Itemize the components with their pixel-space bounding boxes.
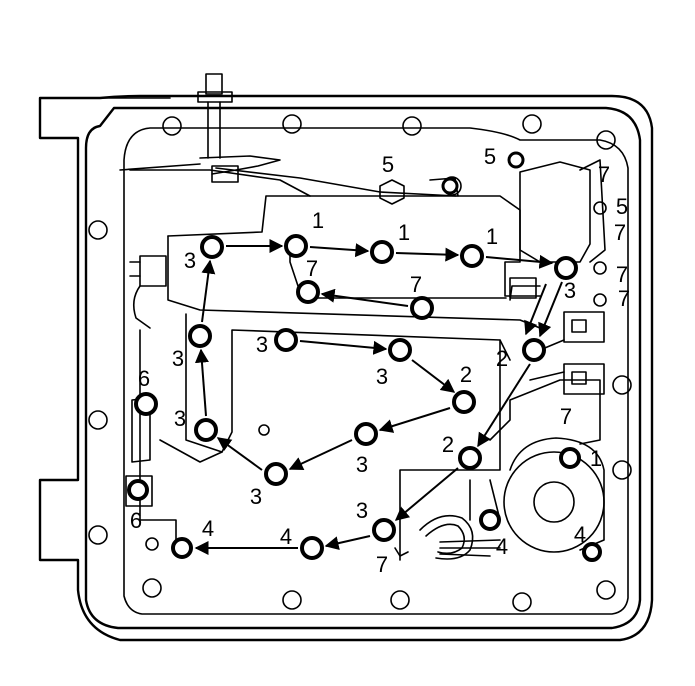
label-4-b: 4 (280, 524, 292, 549)
bolt-1-right (559, 447, 581, 469)
label-1-b: 1 (398, 220, 410, 245)
label-3-b: 3 (564, 278, 576, 303)
label-5-right-b: 5 (616, 194, 628, 219)
label-7-b: 7 (410, 272, 422, 297)
bolt-1-a (284, 234, 308, 258)
label-3-h: 3 (250, 484, 262, 509)
sequence-arrows (194, 239, 563, 555)
bolt-3-center-c (354, 422, 378, 446)
label-1-right: 1 (590, 446, 602, 471)
label-1-a: 1 (312, 208, 324, 233)
label-7-a: 7 (306, 256, 318, 281)
case-outline (38, 94, 654, 642)
manual-shaft (119, 73, 281, 183)
bolt-4-right (582, 542, 602, 562)
label-7-right-b: 7 (614, 220, 626, 245)
bolt-6-left (134, 392, 158, 416)
accumulator-piston (503, 437, 605, 553)
bolt-3-right (554, 256, 578, 280)
label-5-right-a: 5 (484, 144, 496, 169)
bolt-1-b (370, 240, 394, 264)
bolt-5-right (507, 151, 525, 169)
bolt-5-top (441, 177, 459, 195)
bolt-4-left (171, 537, 193, 559)
bolt-3-center-b (388, 338, 412, 362)
bolt-1-c (460, 244, 484, 268)
label-7-right-a: 7 (598, 162, 610, 187)
label-4-c: 4 (496, 534, 508, 559)
label-3-a: 3 (184, 248, 196, 273)
bolts (127, 151, 602, 562)
label-7-bottom: 7 (376, 552, 388, 577)
label-1-c: 1 (486, 224, 498, 249)
callout-labels: 5 5 7 5 7 7 7 1 1 1 7 7 3 3 3 3 3 3 3 3 … (130, 144, 630, 577)
bolt-2-low (458, 446, 482, 470)
bolt-4-center (300, 536, 324, 560)
label-3-d: 3 (256, 332, 268, 357)
bolt-3-bottom (372, 518, 396, 542)
label-3-e: 3 (376, 364, 388, 389)
bolt-7-a (296, 280, 320, 304)
label-6-a: 6 (138, 366, 150, 391)
bolt-wire (479, 509, 501, 531)
bolt-2-center (452, 390, 476, 414)
solenoid-connectors (509, 277, 605, 395)
label-3-g: 3 (356, 452, 368, 477)
pressure-switch-assembly (429, 159, 606, 263)
label-4-a: 4 (202, 516, 214, 541)
label-3-i: 3 (356, 498, 368, 523)
label-6-b: 6 (130, 508, 142, 533)
label-7-lower: 7 (560, 404, 572, 429)
label-3-f: 3 (174, 406, 186, 431)
label-7-right-d: 7 (618, 286, 630, 311)
bolt-3-top-left (200, 235, 224, 259)
label-2-b: 2 (460, 362, 472, 387)
wire-harness (394, 479, 501, 560)
bolt-left-low (127, 479, 149, 501)
perimeter-holes (88, 114, 632, 612)
misc-fittings (145, 179, 607, 551)
label-7-right-c: 7 (616, 262, 628, 287)
bolt-3-left-low (194, 418, 218, 442)
label-2-c: 2 (442, 432, 454, 457)
label-5-top: 5 (382, 152, 394, 177)
bolt-3-left-mid (188, 324, 212, 348)
bolt-7-b (410, 296, 434, 320)
bolt-2-right (522, 338, 546, 362)
label-3-c: 3 (172, 346, 184, 371)
label-4-d: 4 (574, 522, 586, 547)
label-2-a: 2 (496, 346, 508, 371)
bolt-3-low (264, 462, 288, 486)
bolt-3-center-a (274, 328, 298, 352)
